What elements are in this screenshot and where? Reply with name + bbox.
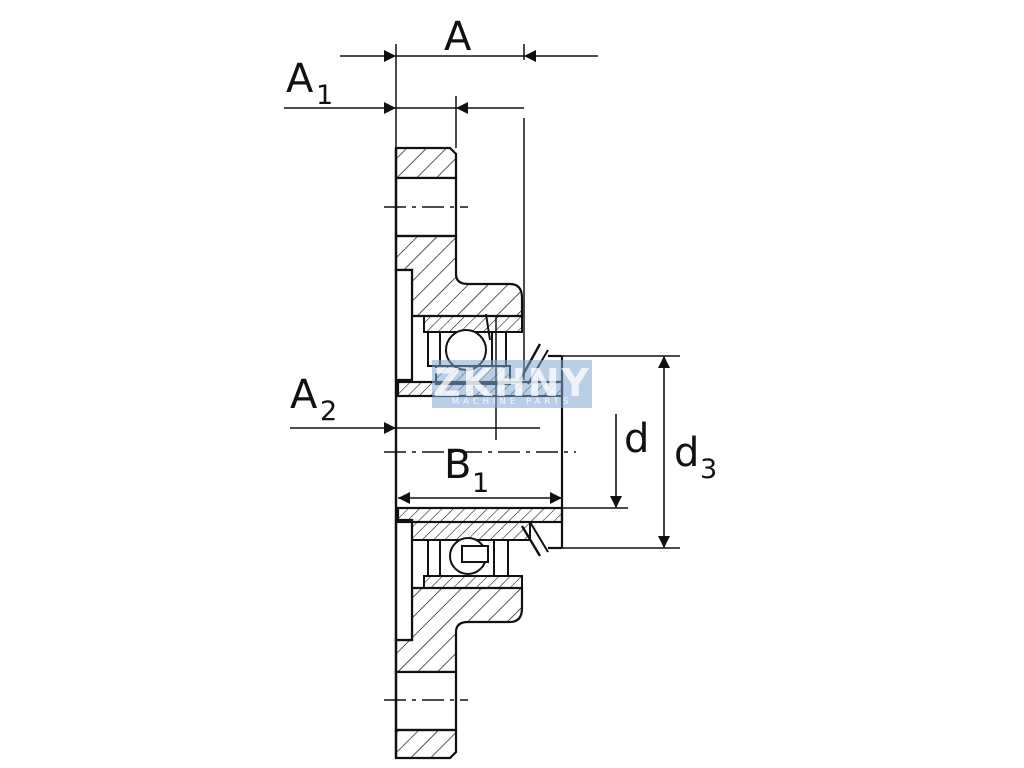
- housing-upper: [394, 146, 524, 382]
- label-B1: B: [444, 442, 471, 488]
- housing-lower: [394, 518, 524, 760]
- label-A1-sub: 1: [316, 80, 333, 111]
- bearing-lower: [411, 521, 549, 589]
- watermark-title: ZKHNY: [433, 361, 591, 405]
- cage-lower: [461, 545, 489, 563]
- center-lines: [384, 206, 576, 701]
- label-d: d: [624, 416, 649, 462]
- seal-right-lower: [493, 539, 509, 577]
- watermark-box: [432, 360, 592, 408]
- outer-ring-lower: [423, 575, 523, 589]
- watermark: ZKHNY MACHINE PARTS: [432, 360, 592, 408]
- housing-front-wall-upper: [394, 268, 414, 382]
- lube-fitting-lower: [520, 525, 542, 557]
- dimension-labels: A A 1 A 2 B 1 d d 3: [286, 14, 717, 499]
- extension-lines: [395, 44, 680, 549]
- flange-top-hatched: [394, 146, 458, 180]
- flange-bottom-hatched: [394, 728, 458, 760]
- seal-left-lower: [427, 539, 441, 577]
- housing-front-wall-lower: [394, 518, 414, 642]
- label-A: A: [444, 14, 472, 60]
- outer-ring-upper: [423, 315, 523, 333]
- grease-pin-upper: [485, 313, 491, 341]
- sleeve-lower-wall: [396, 506, 564, 524]
- label-B1-sub: 1: [472, 468, 489, 499]
- housing-body-lower: [394, 586, 524, 674]
- label-A2: A: [290, 372, 318, 418]
- bolt-hole-bottom: [394, 670, 458, 732]
- watermark-subtitle: MACHINE PARTS: [452, 397, 573, 407]
- label-A1: A: [286, 56, 314, 102]
- housing-body-upper: [394, 234, 524, 318]
- dimension-lines: [284, 50, 670, 548]
- label-A2-sub: 2: [320, 396, 337, 427]
- label-d3-sub: 3: [700, 454, 717, 485]
- label-d3: d: [674, 430, 699, 476]
